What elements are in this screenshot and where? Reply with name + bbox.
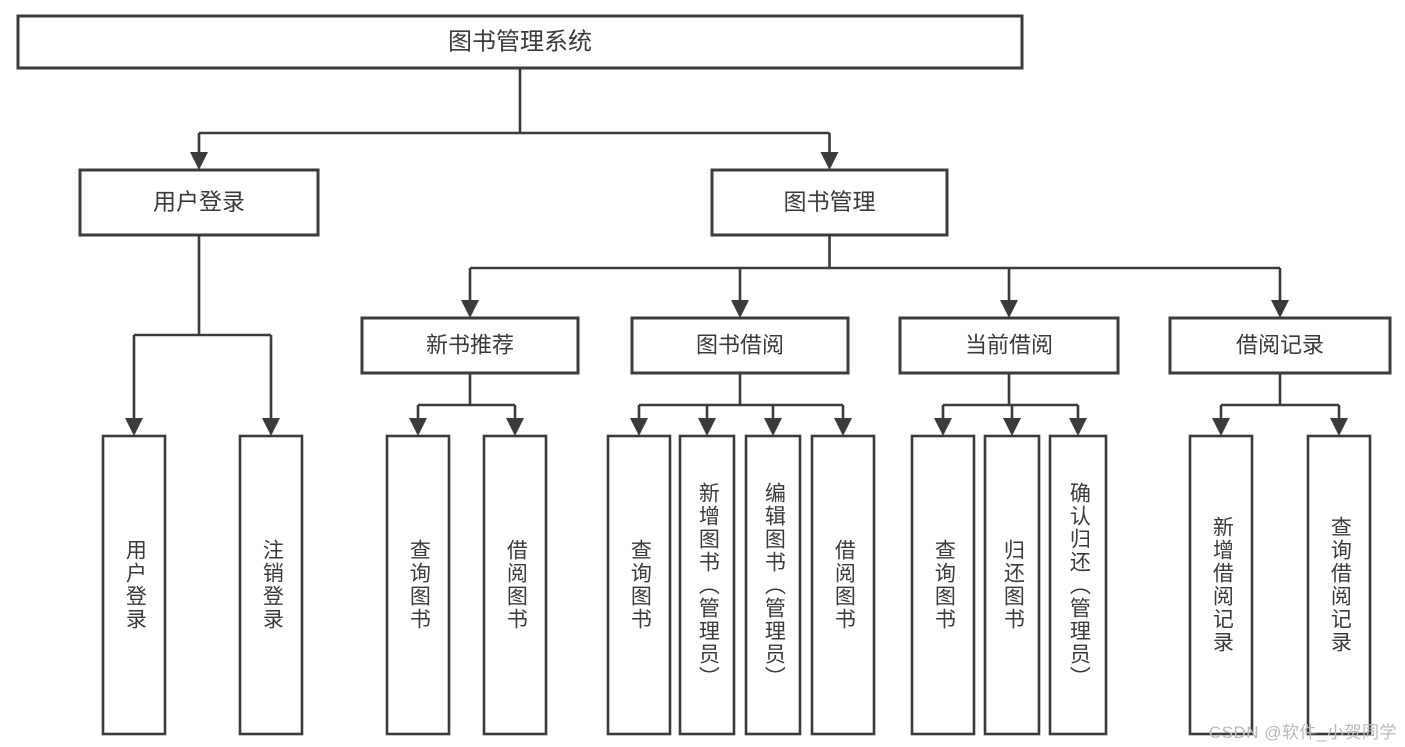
arrow-head-icon <box>506 418 524 436</box>
node-level2-label-0: 新书推荐 <box>426 332 514 357</box>
node-leaf-6[interactable] <box>744 434 802 736</box>
watermark: CSDN @软件_小贺同学 <box>1208 723 1397 742</box>
node-leaf-0[interactable] <box>101 434 167 736</box>
arrow-head-icon <box>820 152 839 170</box>
arrow-head-icon <box>764 418 782 436</box>
arrow-head-icon <box>698 418 716 436</box>
arrow-head-icon <box>934 418 952 436</box>
node-leaf-1[interactable] <box>238 434 304 736</box>
arrow-head-icon <box>409 418 427 436</box>
node-root-label: 图书管理系统 <box>448 28 592 55</box>
node-leaf-8[interactable] <box>910 434 976 736</box>
arrow-head-icon <box>125 418 143 436</box>
arrow-head-icon <box>1271 300 1289 318</box>
arrow-head-icon <box>1000 300 1018 318</box>
node-level2-label-2: 当前借阅 <box>965 332 1053 357</box>
node-level1-label-0: 用户登录 <box>153 189 245 215</box>
arrow-head-icon <box>834 418 852 436</box>
node-root[interactable] <box>16 14 1024 70</box>
arrow-head-icon <box>1003 418 1021 436</box>
node-leaf-5[interactable] <box>678 434 736 736</box>
arrow-head-icon <box>731 300 749 318</box>
node-leaf-4[interactable] <box>606 434 672 736</box>
arrow-head-icon <box>190 152 208 170</box>
node-level1-0[interactable] <box>78 168 320 237</box>
node-leaf-3[interactable] <box>482 434 548 736</box>
arrow-head-icon <box>1069 418 1087 436</box>
arrow-head-icon <box>630 418 648 436</box>
node-level2-2[interactable] <box>898 316 1120 375</box>
node-level2-0[interactable] <box>360 316 580 375</box>
box-layer <box>16 14 1392 736</box>
arrow-head-icon <box>461 300 479 318</box>
arrow-head-icon <box>1212 418 1230 436</box>
connector-layer <box>125 68 1348 436</box>
node-leaf-7[interactable] <box>810 434 876 736</box>
node-leaf-2[interactable] <box>385 434 451 736</box>
node-leaf-9[interactable] <box>983 434 1041 736</box>
node-leaf-11[interactable] <box>1188 434 1254 736</box>
node-level2-label-1: 图书借阅 <box>696 332 784 357</box>
node-leaf-10[interactable] <box>1048 434 1108 736</box>
node-level2-3[interactable] <box>1168 316 1392 375</box>
node-level2-1[interactable] <box>630 316 850 375</box>
node-level1-1[interactable] <box>710 168 949 237</box>
arrow-head-icon <box>1330 418 1348 436</box>
node-level1-label-1: 图书管理 <box>784 189 876 215</box>
arrow-head-icon <box>262 418 280 436</box>
node-leaf-12[interactable] <box>1306 434 1372 736</box>
node-level2-label-3: 借阅记录 <box>1236 332 1324 357</box>
